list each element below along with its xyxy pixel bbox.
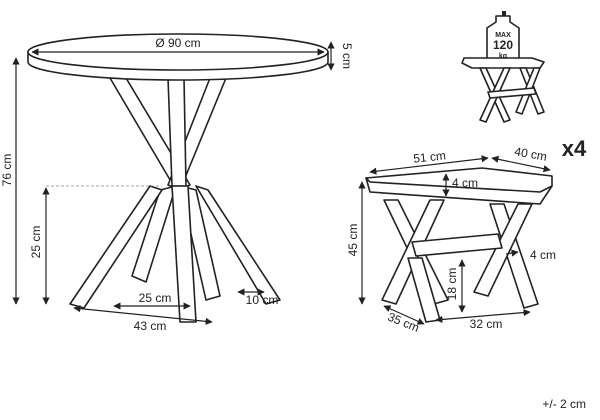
- stool-leg-back-b: [381, 199, 445, 305]
- stool-base-depth-label: 35 cm: [386, 310, 422, 335]
- stool-base-width-label: 32 cm: [470, 317, 503, 331]
- stool-height-label: 45 cm: [346, 224, 360, 257]
- badge-line1: MAX: [495, 32, 511, 39]
- weight-handle-icon: [502, 11, 506, 16]
- tolerance-note: +/- 2 cm: [542, 397, 586, 411]
- leg-outer-line: [73, 305, 213, 325]
- stool-base-width-line: [435, 308, 531, 324]
- thumb-stool-top: [461, 57, 545, 69]
- table-leg-front-left: [131, 185, 177, 283]
- stool-width-line: [369, 155, 489, 175]
- diameter-label: Ø 90 cm: [155, 36, 200, 50]
- leg-outer-label: 43 cm: [134, 319, 167, 333]
- stool-depth-line: [491, 155, 551, 173]
- stool-width-label: 51 cm: [413, 148, 447, 165]
- table-height-label: 76 cm: [0, 154, 14, 187]
- stool-leg-front-b: [473, 203, 533, 297]
- table-leg-center-back: [167, 77, 187, 187]
- leg-width-label: 10 cm: [246, 293, 279, 307]
- table-leg-outer-right: [195, 185, 281, 305]
- stool-cross-bar: [411, 233, 503, 257]
- max-load-badge: MAX 120 kg: [486, 11, 520, 63]
- quantity-multiplier: x4: [562, 136, 587, 161]
- stool-top-thickness-label: 4 cm: [452, 176, 478, 190]
- thumb-stool-bar: [487, 87, 537, 99]
- weight-icon: [486, 15, 520, 63]
- badge-line2: 120: [493, 38, 513, 52]
- table-dimensions: Ø 90 cm 5 cm 76 cm 25 cm 25 cm 43 cm 10 …: [0, 36, 354, 333]
- stool-base-depth-line: [383, 305, 425, 325]
- stool-bar-thickness-line: [505, 249, 519, 257]
- leg-inner-label: 25 cm: [139, 291, 172, 305]
- badge-line3: kg: [499, 53, 507, 60]
- stool-bar-height-label: 18 cm: [445, 268, 459, 301]
- stool-depth-label: 40 cm: [513, 144, 548, 163]
- stool-thumbnail: [461, 57, 545, 123]
- cross-height-label: 25 cm: [29, 226, 43, 259]
- dining-table-drawing: [27, 33, 329, 323]
- stool-drawing: [365, 167, 553, 323]
- stool-bar-thickness-label: 4 cm: [530, 248, 556, 262]
- table-top-thickness-label: 5 cm: [340, 43, 354, 69]
